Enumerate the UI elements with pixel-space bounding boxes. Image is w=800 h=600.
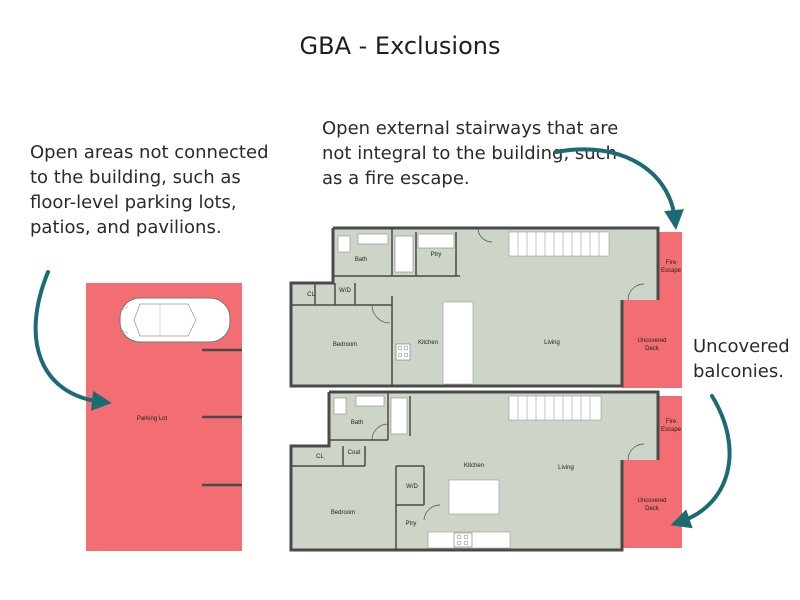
uncovered-deck-label-lower-2: Deck (645, 506, 660, 512)
page-title: GBA - Exclusions (299, 32, 501, 60)
fire-escape-label-lower-2: Escape (661, 427, 682, 433)
bedroom-label-upper: Bedroom (333, 342, 357, 348)
note-external-stairways: Open external stairways that are not int… (322, 118, 619, 189)
coat-label-lower: Coat (348, 450, 361, 456)
wd-label-lower: W/D (406, 484, 418, 490)
kitchen-label-lower: Kitchen (464, 463, 484, 469)
uncovered-deck-label-upper-1: Uncovered (637, 338, 666, 344)
closet-label-upper: CL (307, 292, 315, 298)
living-label-lower: Living (558, 465, 574, 471)
car-icon (119, 297, 231, 343)
fire-escape-label-upper-1: Fire (666, 260, 677, 266)
uncovered-deck-label-lower-1: Uncovered (637, 498, 666, 504)
bath-label-upper: Bath (355, 257, 367, 263)
note-open-areas: Open areas not connected to the building… (30, 142, 269, 238)
arrow-icon-top (554, 147, 684, 230)
bedroom-label-lower: Bedroom (331, 510, 355, 516)
uncovered-deck-label-upper-2: Deck (645, 346, 660, 352)
living-label-upper: Living (544, 340, 560, 346)
bath-label-lower: Bath (351, 420, 363, 426)
lower-unit: Bath CL Coat W/D Ptry Bedroom Kitchen Li… (289, 390, 682, 552)
pantry-label-lower: Ptry (406, 521, 417, 527)
parking-lot-label: Parking Lot (137, 416, 168, 422)
wd-label-upper: W/D (339, 288, 351, 294)
kitchen-label-upper: Kitchen (418, 340, 438, 346)
note-uncovered-balconies: Uncovered balconies. (693, 336, 790, 382)
fire-escape-label-upper-2: Escape (661, 268, 682, 274)
arrow-icon-left (33, 270, 112, 411)
upper-unit: Bath Ptry CL W/D Bedroom Kitchen Living … (289, 226, 682, 388)
closet-label-lower: CL (316, 454, 324, 460)
pantry-label-upper: Ptry (431, 252, 442, 258)
arrow-icon-right (670, 394, 732, 529)
fire-escape-label-lower-1: Fire (666, 419, 677, 425)
